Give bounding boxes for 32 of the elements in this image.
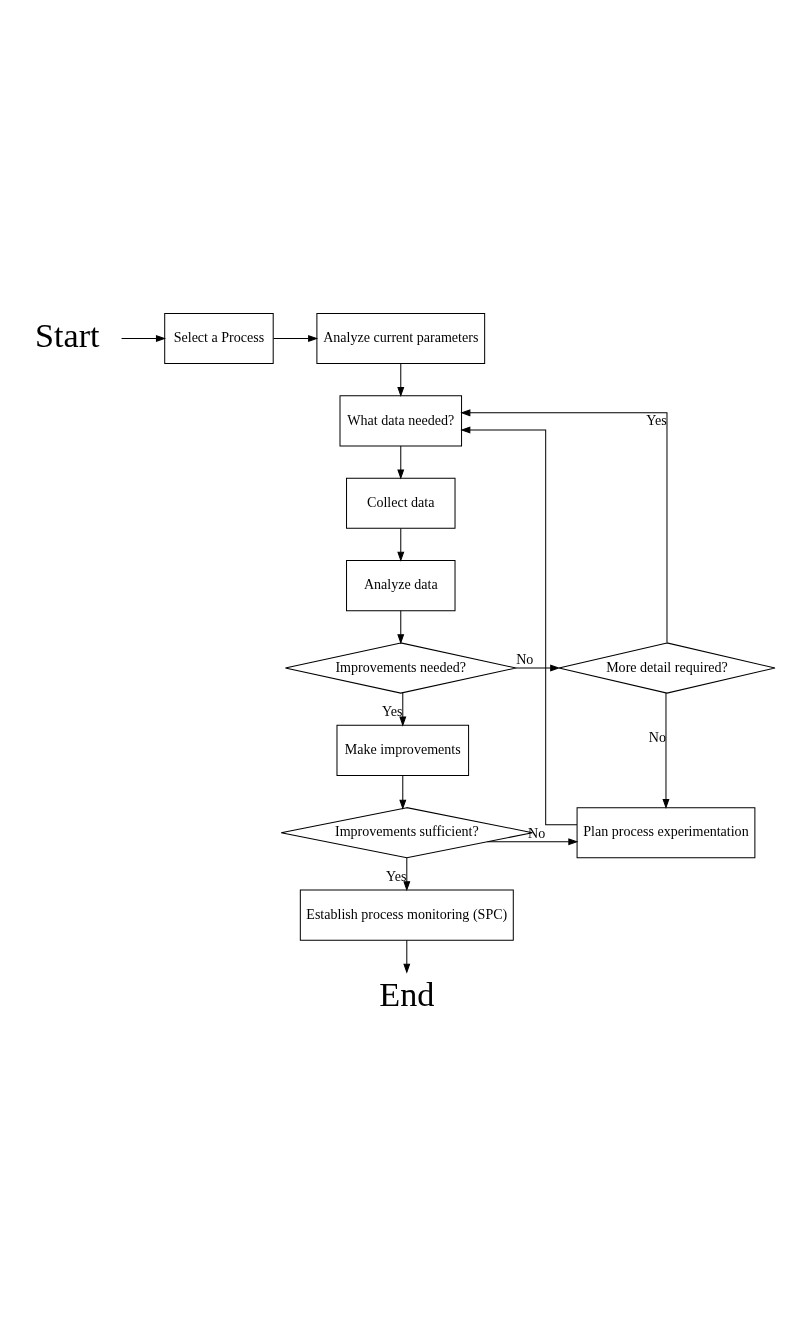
- node-box: Analyze data: [345, 560, 455, 612]
- arrow: [486, 838, 577, 846]
- arrow: [398, 692, 406, 726]
- arrow: [396, 610, 404, 644]
- edge-label: Yes: [381, 703, 402, 720]
- node-box: What data needed?: [339, 395, 462, 447]
- node-diamond: More detail required?: [557, 642, 775, 694]
- node-box: Select a Process: [163, 312, 274, 365]
- arrow: [403, 939, 410, 973]
- arrow: [398, 775, 406, 809]
- edge-label: Yes: [645, 412, 667, 429]
- arrow: [515, 664, 559, 672]
- node-box: Make improvements: [336, 724, 469, 776]
- node-text: End: [378, 976, 434, 1014]
- arrow: [272, 335, 317, 342]
- edge-label: No: [515, 651, 533, 668]
- node-box: Analyze current parameters: [315, 312, 485, 365]
- arrow: [396, 445, 404, 479]
- node-text: Start: [34, 317, 100, 355]
- node-box: Collect data: [345, 477, 455, 529]
- arrow: [120, 335, 165, 342]
- node-box: Establish process monitoring (SPC): [299, 889, 514, 941]
- arrow: [396, 363, 404, 397]
- edge-label: Yes: [385, 868, 406, 885]
- edge-label: No: [648, 729, 666, 746]
- arrow: [460, 426, 577, 826]
- node-diamond: Improvements needed?: [284, 642, 517, 694]
- arrow: [396, 527, 404, 561]
- arrow: [403, 857, 410, 891]
- arrow: [460, 409, 667, 644]
- node-box: Plan process experimentation: [576, 807, 755, 859]
- arrow: [662, 692, 669, 808]
